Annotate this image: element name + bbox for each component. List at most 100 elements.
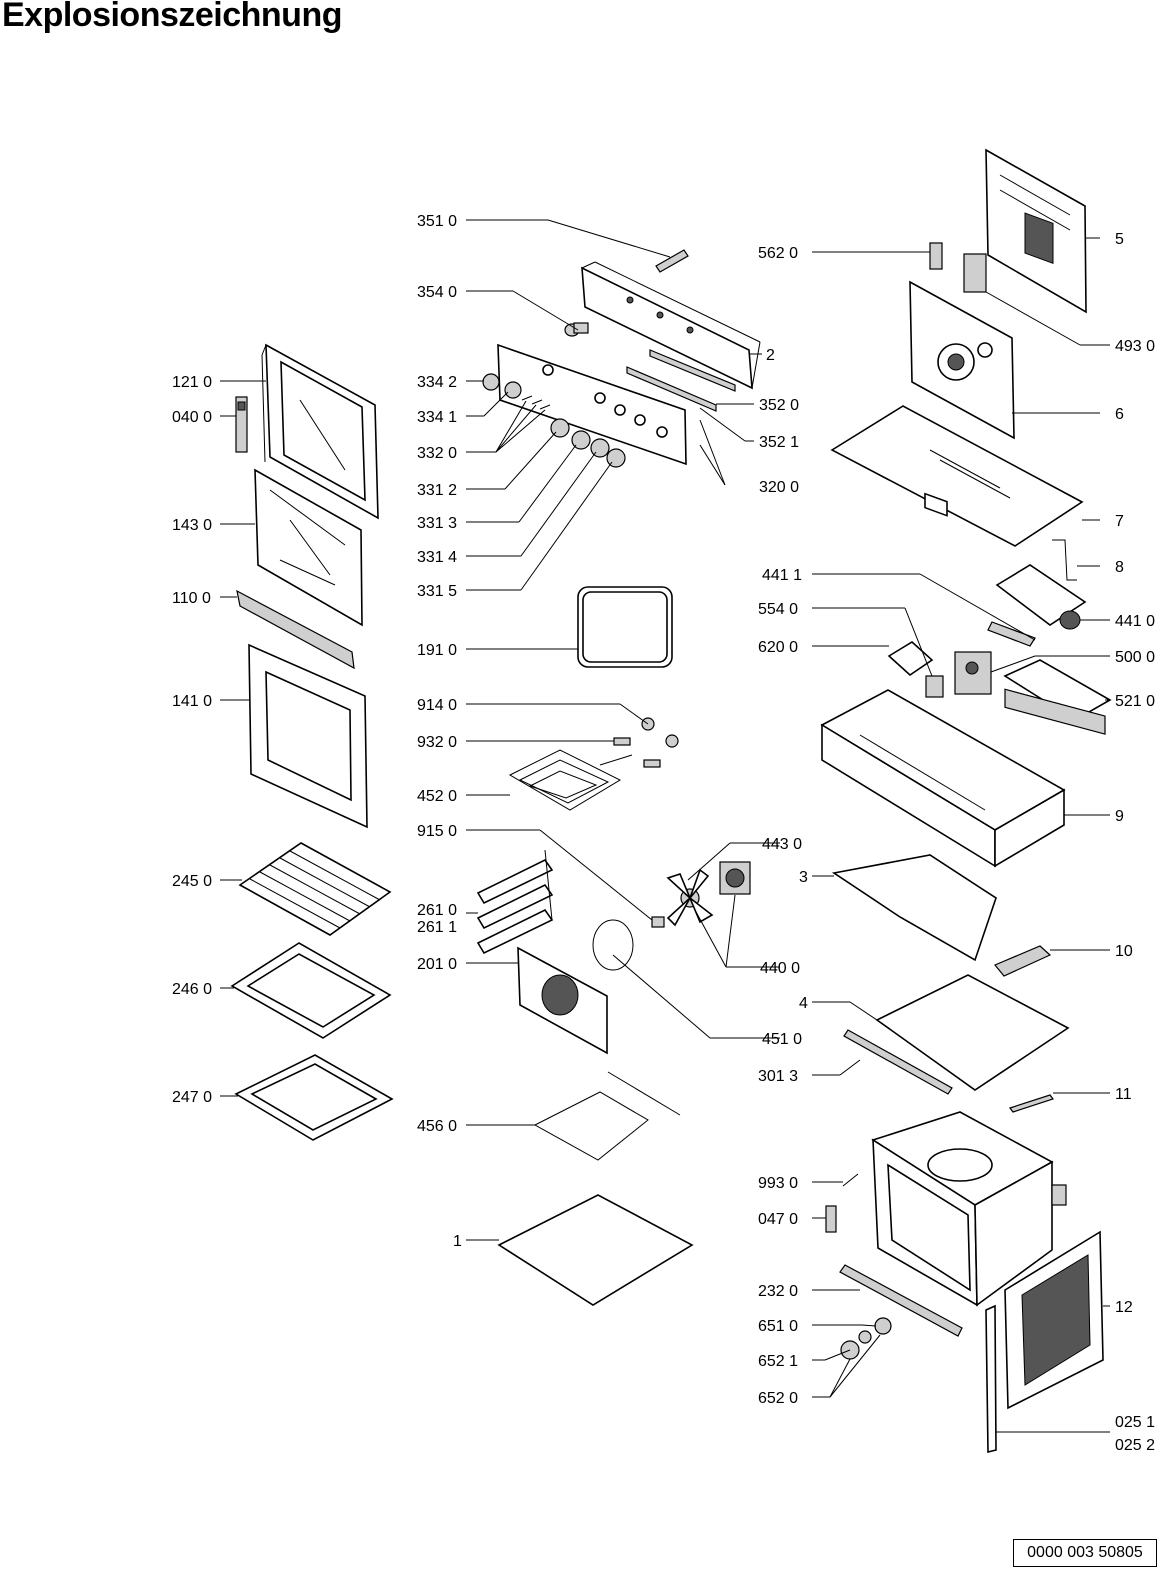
label-652-0: 652 0 xyxy=(758,1390,798,1407)
part-bracket xyxy=(929,242,943,270)
label-334-2: 334 2 xyxy=(417,374,457,391)
part-oven-cavity xyxy=(871,1111,1067,1307)
part-door-glass xyxy=(254,468,363,627)
label-1: 1 xyxy=(453,1233,462,1250)
part-side-racks xyxy=(476,849,554,955)
label-441-1: 441 1 xyxy=(762,567,802,584)
label-352-1: 352 1 xyxy=(759,434,799,451)
label-6: 6 xyxy=(1115,406,1124,423)
label-914-0: 914 0 xyxy=(417,697,457,714)
label-562-0: 562 0 xyxy=(758,245,798,262)
label-320-0: 320 0 xyxy=(759,479,799,496)
label-7: 7 xyxy=(1115,513,1124,530)
label-2: 2 xyxy=(766,347,775,364)
label-12: 12 xyxy=(1115,1299,1133,1316)
part-lamp-holder xyxy=(564,322,589,337)
label-246-0: 246 0 xyxy=(172,981,212,998)
part-hinge xyxy=(235,396,248,453)
leader-lines xyxy=(220,219,1110,1433)
part-rear-cover xyxy=(909,280,1015,440)
label-025-1: 025 1 xyxy=(1115,1414,1155,1431)
label-9: 9 xyxy=(1115,808,1124,825)
label-110-0: 110 0 xyxy=(172,590,211,607)
part-fan-cover xyxy=(517,946,608,1055)
part-grill-element xyxy=(508,749,633,811)
label-8: 8 xyxy=(1115,559,1124,576)
label-10: 10 xyxy=(1115,943,1133,960)
label-451-0: 451 0 xyxy=(762,1031,802,1048)
label-121-0: 121 0 xyxy=(172,374,212,391)
part-door-inner-frame xyxy=(261,343,379,520)
part-side-door xyxy=(1004,1230,1104,1410)
part-mounting-frame xyxy=(820,689,1066,868)
label-301-3: 301 3 xyxy=(758,1068,798,1085)
label-4: 4 xyxy=(799,995,808,1012)
part-bottom-panel xyxy=(497,1194,694,1306)
part-baking-tray xyxy=(230,942,392,1039)
label-245-0: 245 0 xyxy=(172,873,212,890)
label-452-0: 452 0 xyxy=(417,788,457,805)
label-331-3: 331 3 xyxy=(417,515,457,532)
part-motor-box xyxy=(963,253,987,293)
part-side-panel xyxy=(831,854,997,962)
document-number: 0000 003 50805 xyxy=(1027,1544,1143,1561)
label-331-4: 331 4 xyxy=(417,549,457,566)
label-201-0: 201 0 xyxy=(417,956,457,973)
part-door-strip xyxy=(236,589,355,670)
label-232-0: 232 0 xyxy=(758,1283,798,1300)
label-025-2: 025 2 xyxy=(1115,1437,1155,1454)
label-141-0: 141 0 xyxy=(172,693,212,710)
part-control-board xyxy=(1003,659,1112,735)
label-915-0: 915 0 xyxy=(417,823,457,840)
page-title: Explosionszeichnung xyxy=(2,0,342,34)
part-rear-panel xyxy=(985,148,1087,314)
part-trim-strips xyxy=(626,349,736,412)
part-bracket-small xyxy=(1052,539,1077,581)
label-351-0: 351 0 xyxy=(417,213,457,230)
label-440-0: 440 0 xyxy=(760,960,800,977)
label-143-0: 143 0 xyxy=(172,517,212,534)
part-base-panel xyxy=(875,974,1070,1091)
label-331-2: 331 2 xyxy=(417,482,457,499)
part-side-rail xyxy=(985,1304,997,1454)
part-deep-tray xyxy=(234,1054,394,1141)
part-timer xyxy=(954,651,992,695)
label-651-0: 651 0 xyxy=(758,1318,798,1335)
part-front-strip xyxy=(843,1029,953,1095)
label-932-0: 932 0 xyxy=(417,734,457,751)
part-fan-blade xyxy=(651,861,751,928)
label-493-0: 493 0 xyxy=(1115,338,1155,355)
label-620-0: 620 0 xyxy=(758,639,798,656)
part-labels: 351 0 354 0 334 2 334 1 332 0 331 2 331 … xyxy=(172,213,1155,1454)
part-switch xyxy=(887,641,934,677)
part-wire-shelf xyxy=(238,842,392,936)
part-screw-and-clip xyxy=(825,1173,859,1233)
label-456-0: 456 0 xyxy=(417,1118,457,1135)
part-top-cover xyxy=(830,405,1084,547)
part-ring-heater xyxy=(592,919,634,971)
part-tangential-fan xyxy=(987,564,1087,647)
document-number-box: 0000 003 50805 xyxy=(1013,1539,1157,1567)
part-hinge-bar xyxy=(839,1264,963,1337)
part-fasteners xyxy=(613,717,679,768)
label-441-0: 441 0 xyxy=(1115,613,1155,630)
label-047-0: 047 0 xyxy=(758,1211,798,1228)
label-652-1: 652 1 xyxy=(758,1353,798,1370)
part-seal-strip xyxy=(1009,1094,1054,1113)
label-500-0: 500 0 xyxy=(1115,649,1155,666)
part-top-element xyxy=(533,1071,681,1161)
label-334-1: 334 1 xyxy=(417,409,457,426)
part-temperature-sensor xyxy=(655,249,689,273)
label-554-0: 554 0 xyxy=(758,601,798,618)
part-door-outer-panel xyxy=(248,643,368,829)
part-control-panel-frame xyxy=(581,261,761,390)
label-11: 11 xyxy=(1115,1086,1132,1103)
label-040-0: 040 0 xyxy=(172,409,212,426)
label-331-5: 331 5 xyxy=(417,583,457,600)
part-relay xyxy=(925,675,944,698)
label-332-0: 332 0 xyxy=(417,445,457,462)
label-354-0: 354 0 xyxy=(417,284,457,301)
label-261-0: 261 0 xyxy=(417,902,457,919)
label-352-0: 352 0 xyxy=(759,397,799,414)
